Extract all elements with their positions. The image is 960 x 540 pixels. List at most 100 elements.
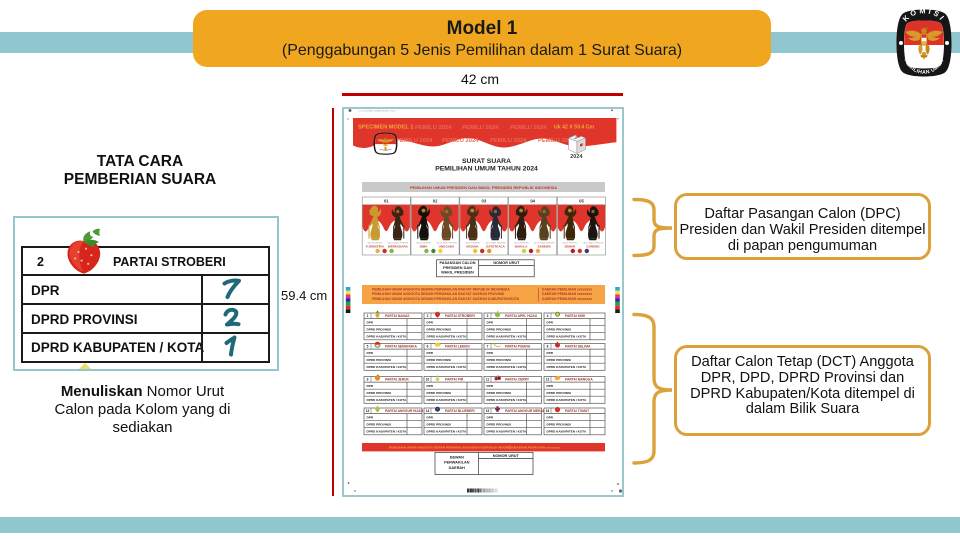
svg-text:SPECIMEN MODEL 1: SPECIMEN MODEL 1	[358, 125, 414, 131]
svg-text:DPRD KABUPATEN / KOTA: DPRD KABUPATEN / KOTA	[427, 335, 467, 339]
svg-text:PARTAI ANGGUR HIJAU: PARTAI ANGGUR HIJAU	[385, 409, 424, 413]
svg-text:DAERAH PEMILIHAN xxxxxxxx: DAERAH PEMILIHAN xxxxxxxx	[542, 297, 592, 301]
svg-text:04: 04	[530, 199, 535, 204]
svg-text:PARTAI NANAS: PARTAI NANAS	[385, 314, 410, 318]
svg-text:DPRD PROVINSI: DPRD PROVINSI	[547, 358, 572, 362]
svg-text:SEMAR: SEMAR	[564, 245, 576, 249]
svg-text:GATOTKACA: GATOTKACA	[486, 245, 506, 249]
svg-text:BIMA: BIMA	[420, 245, 428, 249]
svg-text:CALON PRESIDEN: CALON PRESIDEN	[465, 241, 481, 244]
svg-text:DPRD PROVINSI: DPRD PROVINSI	[547, 391, 572, 395]
svg-text:DPRD PROVINSI: DPRD PROVINSI	[427, 328, 452, 332]
svg-text:DPRD KABUPATEN / KOTA: DPRD KABUPATEN / KOTA	[427, 398, 467, 402]
svg-text:CALON PRESIDEN: CALON PRESIDEN	[514, 241, 530, 244]
svg-text:PARTAI STROBERI: PARTAI STROBERI	[445, 314, 475, 318]
svg-text:12: 12	[546, 378, 550, 382]
svg-text:01: 01	[384, 199, 389, 204]
svg-text:DPR: DPR	[427, 351, 434, 355]
svg-text:DPRD PROVINSI: DPRD PROVINSI	[547, 328, 572, 332]
svg-text:DPRD KABUPATEN / KOTA: DPRD KABUPATEN / KOTA	[487, 398, 527, 402]
svg-text:05: 05	[579, 199, 584, 204]
svg-text:DPR: DPR	[547, 415, 554, 419]
svg-text:PASANGAN CALON: PASANGAN CALON	[440, 261, 476, 265]
svg-text:DPR: DPR	[547, 384, 554, 388]
svg-text:CALON WAKIL PRESIDEN: CALON WAKIL PRESIDEN	[436, 241, 457, 244]
svg-text:ARJUNA: ARJUNA	[466, 245, 479, 249]
svg-text:14: 14	[426, 409, 430, 413]
svg-text:DPRD KABUPATEN / KOTA: DPRD KABUPATEN / KOTA	[487, 335, 527, 339]
svg-text:PEMILIHAN UMUM ANGGOTA DEWAN P: PEMILIHAN UMUM ANGGOTA DEWAN PERWAKILAN …	[372, 297, 520, 301]
svg-text:CALON WAKIL PRESIDEN: CALON WAKIL PRESIDEN	[388, 241, 409, 244]
svg-text:DPR: DPR	[367, 320, 374, 324]
svg-text:DPRD PROVINSI: DPRD PROVINSI	[487, 328, 512, 332]
svg-text:DPRD PROVINSI: DPRD PROVINSI	[367, 391, 392, 395]
svg-text:DPRD KABUPATEN / KOTA: DPRD KABUPATEN / KOTA	[547, 365, 587, 369]
svg-text:PARTAI PISANG: PARTAI PISANG	[505, 345, 531, 349]
svg-text:CALON WAKIL PRESIDEN: CALON WAKIL PRESIDEN	[485, 241, 506, 244]
svg-text:PARTAI KIWI: PARTAI KIWI	[565, 314, 585, 318]
svg-text:DPRD KABUPATEN / KOTA: DPRD KABUPATEN / KOTA	[427, 430, 467, 434]
svg-text:DPRD PROVINSI: DPRD PROVINSI	[367, 328, 392, 332]
svg-text:2: 2	[427, 314, 429, 318]
svg-text:DPRD KABUPATEN / KOTA: DPRD KABUPATEN / KOTA	[367, 398, 407, 402]
svg-text:PARTAI MANGGA: PARTAI MANGGA	[565, 378, 593, 382]
svg-text:DPRD PROVINSI: DPRD PROVINSI	[547, 423, 572, 427]
svg-text:DPRD PROVINSI: DPRD PROVINSI	[367, 358, 392, 362]
svg-text:NAKULA: NAKULA	[515, 245, 528, 249]
svg-text:PARTAI CERRY: PARTAI CERRY	[505, 378, 530, 382]
svg-text:PARTAI BLUEBERI: PARTAI BLUEBERI	[445, 409, 475, 413]
svg-text:SURAT SUARA: SURAT SUARA	[462, 158, 511, 165]
svg-text:ANGGADA: ANGGADA	[439, 245, 455, 249]
svg-text:NOMOR URUT: NOMOR URUT	[493, 261, 520, 265]
svg-text:PARTAI DELIMA: PARTAI DELIMA	[565, 345, 591, 349]
svg-text:DPR: DPR	[547, 351, 554, 355]
svg-text:11: 11	[486, 378, 490, 382]
svg-text:DPRD PROVINSI: DPRD PROVINSI	[487, 423, 512, 427]
svg-text:DPR: DPR	[487, 384, 494, 388]
svg-text:6: 6	[427, 345, 429, 349]
svg-text:CALON WAKIL PRESIDEN: CALON WAKIL PRESIDEN	[583, 241, 604, 244]
svg-text:DPRD KABUPATEN / KOTA: DPRD KABUPATEN / KOTA	[367, 365, 407, 369]
svg-text:DPR: DPR	[427, 320, 434, 324]
svg-text:DPRD KABUPATEN / KOTA: DPRD KABUPATEN / KOTA	[367, 430, 407, 434]
svg-text:WAKIL PRESIDEN: WAKIL PRESIDEN	[441, 270, 474, 274]
svg-text:PARTAI LEMON: PARTAI LEMON	[445, 345, 470, 349]
svg-text:5: 5	[367, 345, 369, 349]
svg-text:NOMOR URUT: NOMOR URUT	[493, 454, 520, 458]
svg-text:DPR: DPR	[487, 351, 494, 355]
svg-text:PEMILIHAN UMUM TAHUN 2024: PEMILIHAN UMUM TAHUN 2024	[435, 166, 538, 173]
svg-text:DPRD PROVINSI: DPRD PROVINSI	[487, 358, 512, 362]
svg-text:DPRD KABUPATEN / KOTA: DPRD KABUPATEN / KOTA	[487, 430, 527, 434]
svg-text:DPRD PROVINSI: DPRD PROVINSI	[427, 358, 452, 362]
svg-text:PEMILU 2024: PEMILU 2024	[538, 138, 575, 144]
svg-text:02: 02	[433, 199, 438, 204]
svg-text:DPRD PROVINSI: DPRD PROVINSI	[367, 423, 392, 427]
svg-text:PEMILIHAN UMUM ANGGOTA DEWAN P: PEMILIHAN UMUM ANGGOTA DEWAN PERWAKILAN …	[389, 446, 516, 450]
svg-text:PEMILU 2024: PEMILU 2024	[415, 125, 452, 131]
svg-text:PEMILU 2024: PEMILU 2024	[442, 138, 479, 144]
svg-text:PEMILIHAN UMUM ANGGOTA DEWAN P: PEMILIHAN UMUM ANGGOTA DEWAN PERWAKILAN …	[372, 287, 510, 291]
svg-text:DAERAH PEMILIHAN xxxxxxxx: DAERAH PEMILIHAN xxxxxxxx	[542, 287, 592, 291]
svg-text:CALON PRESIDEN: CALON PRESIDEN	[416, 241, 432, 244]
svg-text:7: 7	[487, 345, 489, 349]
svg-text:9: 9	[367, 378, 369, 382]
svg-text:GARENG: GARENG	[586, 245, 600, 249]
svg-text:PEMILIHAN UMUM PRESIDEN DAN WA: PEMILIHAN UMUM PRESIDEN DAN WAKIL PRESID…	[410, 185, 557, 190]
svg-text:DPRD PROVINSI: DPRD PROVINSI	[427, 423, 452, 427]
svg-text:DPRD KABUPATEN / KOTA: DPRD KABUPATEN / KOTA	[487, 365, 527, 369]
svg-text:SADEWA: SADEWA	[538, 245, 552, 249]
svg-text:PEMILU 2024: PEMILU 2024	[490, 138, 527, 144]
svg-text:03: 03	[482, 199, 487, 204]
svg-text:10: 10	[426, 378, 430, 382]
svg-text:DPRD KABUPATEN / KOTA: DPRD KABUPATEN / KOTA	[547, 430, 587, 434]
svg-text:WERKUDARA: WERKUDARA	[388, 245, 409, 249]
svg-text:1: 1	[367, 314, 369, 318]
svg-text:PEMILU 2024: PEMILU 2024	[396, 138, 433, 144]
svg-text:DPRD KABUPATEN / KOTA: DPRD KABUPATEN / KOTA	[367, 335, 407, 339]
svg-text:DPR: DPR	[367, 351, 374, 355]
svg-text:DPRD KABUPATEN / KOTA: DPRD KABUPATEN / KOTA	[547, 398, 587, 402]
svg-text:DEWAN: DEWAN	[450, 455, 464, 459]
svg-text:CALON WAKIL PRESIDEN: CALON WAKIL PRESIDEN	[534, 241, 555, 244]
svg-text:DPR: DPR	[427, 415, 434, 419]
svg-text:PARTAI JERUK: PARTAI JERUK	[385, 378, 409, 382]
